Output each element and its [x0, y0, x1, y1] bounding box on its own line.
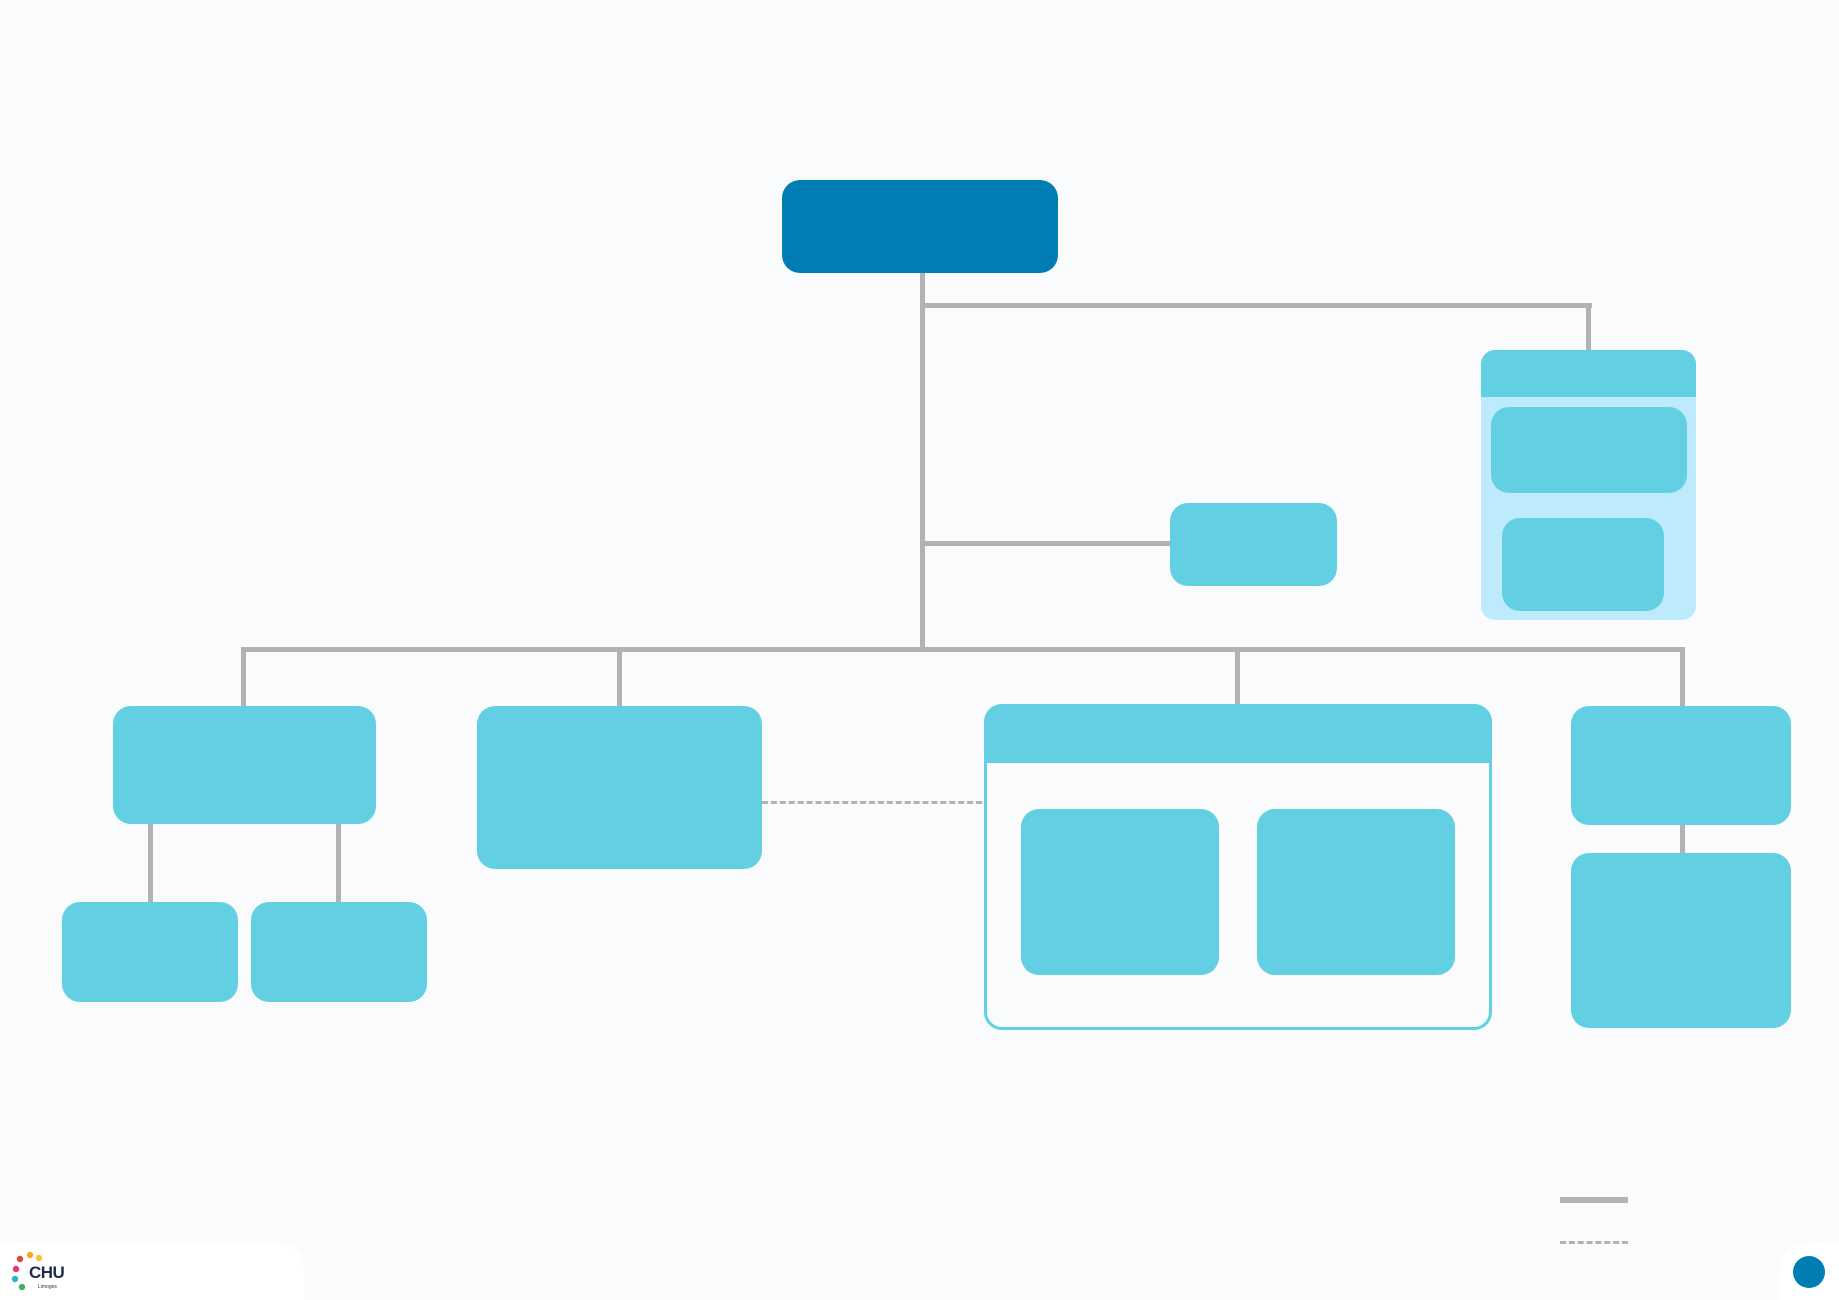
connector-branch-2 [617, 647, 622, 707]
root-node [782, 180, 1058, 273]
connector-sub-left-1 [148, 822, 153, 904]
legend-dashed-line [1560, 1241, 1628, 1244]
connector-top-right-v [1586, 303, 1591, 351]
branch-2-node [477, 706, 762, 869]
logo-text: CHU [29, 1263, 65, 1282]
footer-left-tab [0, 1244, 304, 1300]
connector-branch-4 [1680, 647, 1685, 707]
branch-3-node-2 [1257, 809, 1455, 975]
top-right-panel-node-2 [1502, 518, 1664, 611]
connector-branch-3 [1235, 647, 1240, 707]
connector-sub-left-2 [336, 822, 341, 904]
page-number-badge [1793, 1256, 1825, 1288]
branch-3-node-1 [1021, 809, 1219, 975]
legend-solid-line [1560, 1197, 1628, 1203]
connector-root-trunk [920, 272, 925, 652]
branch-1-child-1 [62, 902, 238, 1002]
branch-3-group-header [984, 704, 1492, 763]
connector-branch-1 [241, 647, 246, 707]
connector-top-right-h [920, 303, 1592, 308]
branch-1-child-2 [251, 902, 427, 1002]
top-right-panel-node-1 [1491, 407, 1687, 493]
logo-subtext: Limoges [38, 1284, 57, 1290]
connector-right-stack [1680, 822, 1685, 854]
connector-dashed [762, 801, 982, 804]
side-node [1170, 503, 1337, 586]
connector-main-h [241, 647, 1685, 652]
branch-1-node [113, 706, 376, 824]
top-right-panel-header [1481, 350, 1696, 397]
connector-middle-h [920, 541, 1172, 546]
branch-4-node [1571, 706, 1791, 825]
chu-limoges-logo-icon [11, 1251, 43, 1291]
branch-4-child [1571, 853, 1791, 1028]
